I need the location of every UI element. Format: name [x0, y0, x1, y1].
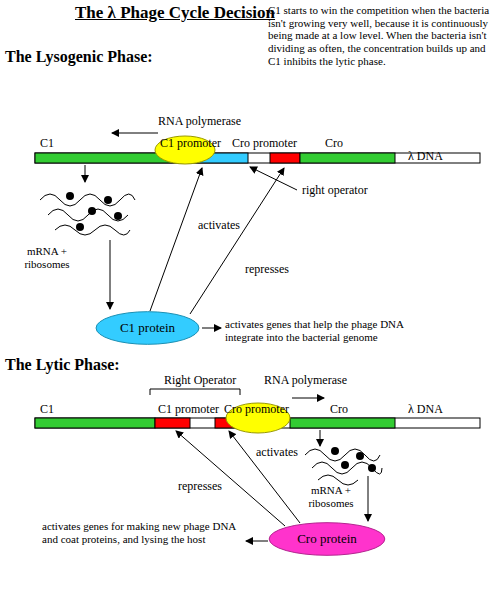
ribosomes — [66, 192, 122, 231]
gene-label: Cro promoter — [232, 137, 297, 151]
arrow-label: activates — [198, 219, 240, 233]
activates-arrow — [150, 168, 202, 311]
protein-ellipse: C1 protein — [95, 311, 200, 345]
arrow — [246, 541, 268, 542]
arrow — [368, 476, 369, 521]
transcription-arrow — [292, 398, 324, 399]
part-label: Right Operator — [162, 374, 238, 388]
mrna-strands — [40, 194, 135, 235]
activates-arrow — [229, 431, 300, 523]
gene-label: Cro promoter — [224, 403, 289, 417]
part-label: RNA polymerase — [158, 115, 241, 129]
node-text-group: Cro protein — [297, 531, 357, 547]
ribosomes — [331, 447, 376, 472]
arrow-label: represses — [245, 263, 289, 277]
part-label: mRNA + ribosomes — [16, 245, 78, 270]
section-heading: The Lytic Phase: — [5, 356, 120, 374]
mrna-strands — [305, 449, 382, 485]
dna-label: λ DNA — [408, 403, 443, 417]
part-label: right operator — [300, 184, 370, 198]
gene-label: Cro — [325, 137, 343, 151]
arrow — [320, 430, 321, 446]
arrow — [202, 328, 221, 329]
node-text-group: C1 protein — [120, 320, 175, 336]
gene-label: C1 — [40, 403, 54, 417]
gene-label: C1 promoter — [160, 137, 221, 151]
note: C1 starts to win the competition when th… — [268, 4, 494, 67]
operator-bracket — [150, 389, 240, 395]
part-label: RNA polymerase — [264, 374, 347, 388]
node-label: Cro protein — [297, 531, 357, 547]
arrow-label: represses — [178, 480, 222, 494]
arrow — [110, 240, 111, 309]
represses-arrow — [190, 168, 284, 314]
dna-label: λ DNA — [408, 150, 443, 164]
leader-line — [250, 167, 297, 190]
gene-label: Cro — [330, 403, 348, 417]
note: activates genes for making new phage DNA… — [42, 520, 242, 545]
note: activates genes that help the phage DNA … — [225, 318, 440, 343]
part-label: mRNA + ribosomes — [300, 484, 362, 509]
transcription-arrow — [112, 133, 158, 134]
node-label: C1 protein — [120, 320, 175, 336]
title: The λ Phage Cycle Decision — [75, 3, 275, 23]
gene-label: C1 promoter — [158, 403, 219, 417]
protein-ellipse: Cro protein — [268, 522, 386, 556]
section-heading: The Lysogenic Phase: — [5, 48, 153, 66]
arrow — [85, 165, 86, 182]
arrow-label: activates — [256, 446, 298, 460]
gene-label: C1 — [40, 137, 54, 151]
